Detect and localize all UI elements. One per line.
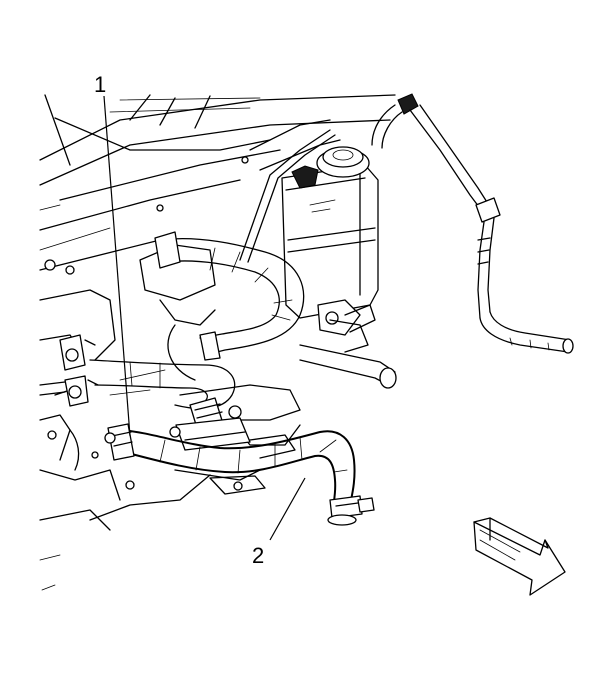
overflow-tube bbox=[371, 93, 574, 354]
heater-hoses bbox=[39, 231, 397, 410]
callout-1-leader bbox=[103, 95, 131, 437]
radiator-inlet-hose bbox=[104, 423, 375, 526]
engine-block-structure bbox=[39, 94, 396, 591]
view-direction-arrow-icon bbox=[473, 517, 566, 596]
callout-label-1: 1 bbox=[94, 72, 106, 97]
callout-label-2: 2 bbox=[252, 543, 264, 568]
callout-2-leader bbox=[269, 477, 306, 541]
coolant-reservoir bbox=[281, 146, 379, 336]
pump-outlet-fitting bbox=[169, 397, 296, 459]
